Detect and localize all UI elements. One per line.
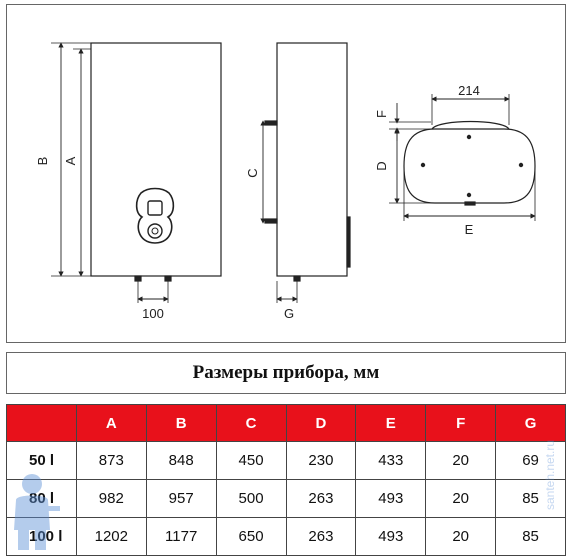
table-cell: 500 [215,479,287,518]
table-cell: 69 [495,441,566,480]
page-title: Размеры прибора, мм [192,362,380,383]
top-body [403,128,536,204]
table-cell: 873 [75,441,147,480]
table-row: 80 l 982 957 500 263 493 20 85 [6,479,566,518]
control-panel-icon [135,187,175,244]
title-box: Размеры прибора, мм [6,352,566,394]
label-b: B [35,157,50,166]
table-cell: 263 [285,479,357,518]
header-cell-b: B [145,404,217,442]
top-view [389,94,536,221]
label-f: F [374,110,389,118]
side-pipe [293,275,301,282]
bracket-top [264,120,278,126]
table-cell: 230 [285,441,357,480]
front-body [90,42,222,277]
side-body [276,42,348,277]
label-g: G [284,306,294,321]
table-cell: 1202 [75,517,147,556]
side-panel [346,216,351,268]
table-cell: 20 [425,517,497,556]
header-cell-corner [6,404,77,442]
table-cell: 85 [495,517,566,556]
label-100: 100 [142,306,164,321]
dimensions-table: A B C D E F G 50 l 873 848 450 230 433 2… [6,404,566,556]
label-d: D [374,161,389,170]
table-cell: 493 [355,517,427,556]
table-row: 100 l 1202 1177 650 263 493 20 85 [6,517,566,556]
top-bracket [431,120,510,130]
row-label: 80 l [6,479,77,518]
bracket-bottom [264,218,278,224]
front-view [51,42,222,303]
side-view [260,42,351,303]
header-cell-a: A [75,404,147,442]
label-c: C [245,168,260,177]
table-cell: 450 [215,441,287,480]
label-a: A [63,156,78,165]
row-label: 100 l [6,517,77,556]
technical-drawing: B A 100 C G [6,4,566,343]
table-cell: 493 [355,479,427,518]
table-cell: 1177 [145,517,217,556]
table-row: 50 l 873 848 450 230 433 20 69 [6,441,566,480]
table-cell: 263 [285,517,357,556]
table-cell: 848 [145,441,217,480]
table-cell: 957 [145,479,217,518]
header-cell-f: F [425,404,497,442]
table-cell: 85 [495,479,566,518]
table-cell: 20 [425,441,497,480]
table-cell: 650 [215,517,287,556]
label-214: 214 [458,83,480,98]
header-cell-c: C [215,404,287,442]
label-e: E [465,222,474,237]
header-cell-e: E [355,404,427,442]
pipe-right [164,275,172,282]
header-cell-g: G [495,404,566,442]
table-cell: 433 [355,441,427,480]
row-label: 50 l [6,441,77,480]
table-header-row: A B C D E F G [6,404,566,442]
table-cell: 20 [425,479,497,518]
table-cell: 982 [75,479,147,518]
header-cell-d: D [285,404,357,442]
pipe-left [134,275,142,282]
dimension-drawing-svg: B A 100 C G [35,42,536,321]
